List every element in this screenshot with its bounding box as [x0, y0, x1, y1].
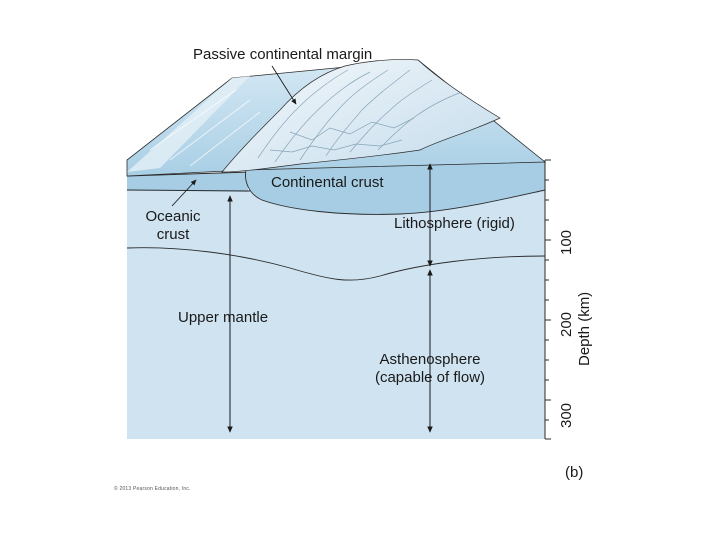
depth-tick-300: 300	[558, 402, 575, 428]
oceanic-crust-layer	[127, 172, 248, 192]
passive-margin-leader	[271, 65, 297, 105]
lithosphere-label: Lithosphere (rigid)	[394, 215, 515, 232]
oceanic-crust-label: Oceanic crust	[132, 208, 214, 244]
oceanic-crust-label-line2: crust	[156, 226, 190, 243]
depth-axis-ticks	[545, 159, 551, 440]
copyright-notice: © 2013 Pearson Education, Inc.	[114, 486, 191, 492]
panel-letter: (b)	[565, 464, 584, 481]
passive-margin-label: Passive continental margin	[193, 46, 373, 63]
depth-axis-title: Depth (km)	[576, 291, 593, 366]
asthenosphere-label: Asthenosphere (capable of flow)	[360, 351, 500, 387]
ocean-surface-streaks	[149, 89, 261, 167]
lithosphere-base-line	[126, 247, 546, 281]
mountain-ridges	[257, 69, 463, 163]
upper-mantle-block	[127, 190, 545, 439]
asthenosphere-label-line1: Asthenosphere	[379, 351, 481, 368]
depth-tick-100: 100	[558, 229, 575, 255]
continental-slope	[127, 76, 250, 172]
oceanic-crust-leader	[171, 179, 197, 207]
mountain-range	[221, 59, 501, 173]
oceanic-crust-base-line	[126, 189, 251, 192]
continental-crust-label: Continental crust	[271, 174, 384, 191]
asthenosphere-label-line2: (capable of flow)	[374, 369, 486, 386]
depth-tick-200: 200	[558, 311, 575, 337]
oceanic-crust-label-line1: Oceanic	[145, 208, 201, 225]
upper-mantle-label: Upper mantle	[178, 309, 269, 326]
